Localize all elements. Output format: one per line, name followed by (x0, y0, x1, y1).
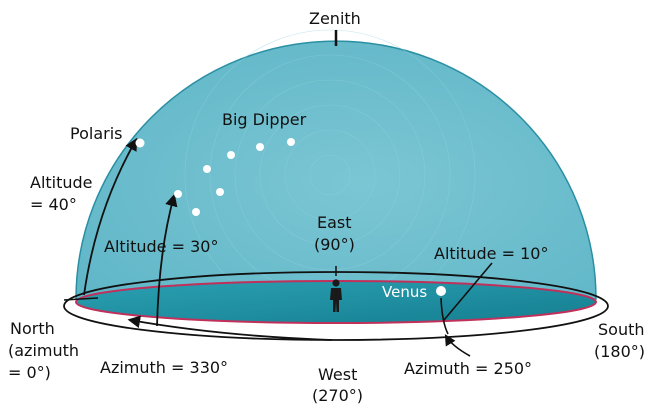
polaris-star-dot-icon (135, 138, 145, 148)
star-dot-icon (227, 151, 235, 159)
star-dot-icon (174, 190, 182, 198)
big-dipper-stars (174, 138, 295, 216)
star-dot-icon (203, 165, 211, 173)
altitude-10-label: Altitude = 10° (434, 244, 548, 263)
venus-vertical-arc (440, 297, 449, 335)
polaris-label: Polaris (70, 124, 122, 143)
altitude-40-label-line1: Altitude (30, 173, 93, 192)
west-label-line1: West (318, 365, 357, 384)
sky-dome (75, 40, 597, 300)
altitude-10-pointer (443, 262, 493, 321)
big-dipper-label: Big Dipper (222, 110, 307, 129)
north-label-line3: = 0°) (8, 363, 51, 382)
altitude-30-label: Altitude = 30° (104, 237, 218, 256)
south-label-line1: South (598, 320, 645, 339)
star-dot-icon (192, 208, 200, 216)
altitude-30-arrow (156, 193, 178, 327)
azimuth-330-arrow (127, 315, 333, 341)
venus-dot-icon (436, 286, 446, 296)
star-dot-icon (216, 188, 224, 196)
zenith-label: Zenith (309, 9, 361, 28)
north-pointer (63, 297, 99, 301)
altitude-40-arrow (83, 137, 138, 296)
east-label-line1: East (317, 213, 352, 232)
east-label-line2: (90°) (314, 235, 355, 254)
north-label-line2: (azimuth (8, 341, 79, 360)
altitude-40-label-line2: = 40° (30, 195, 77, 214)
west-label-line2: (270°) (312, 386, 363, 405)
star-dot-icon (287, 138, 295, 146)
azimuth-250-arrow (444, 334, 471, 357)
venus-label: Venus (382, 283, 427, 301)
azimuth-250-label: Azimuth = 250° (404, 359, 532, 378)
star-dot-icon (256, 143, 264, 151)
person-silhouette-icon (330, 279, 342, 312)
south-label-line2: (180°) (594, 342, 645, 361)
north-label-line1: North (10, 319, 55, 338)
azimuth-330-label: Azimuth = 330° (100, 358, 228, 377)
